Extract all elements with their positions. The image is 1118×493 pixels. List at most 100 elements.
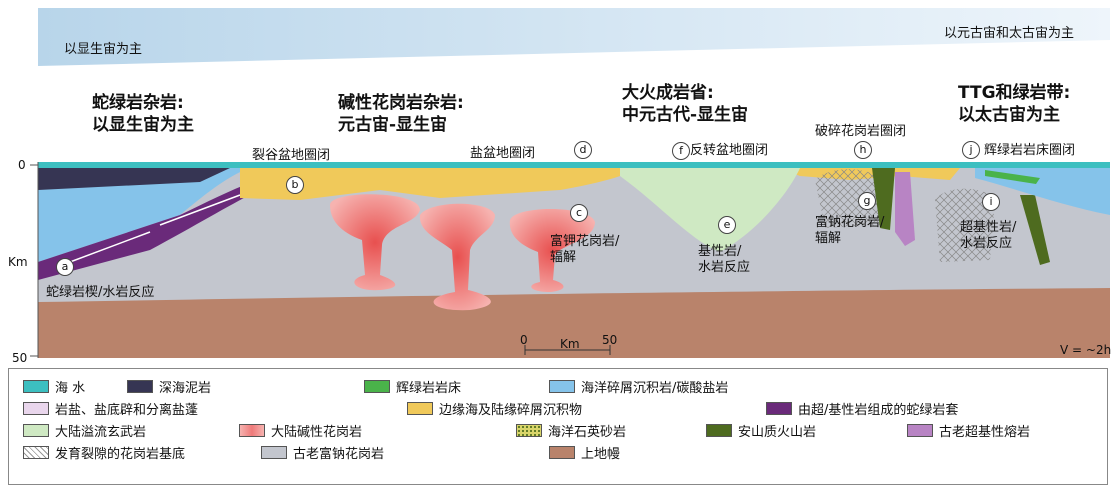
label-potassic: 富钾花岗岩/ 辐解 (550, 234, 619, 266)
legend-label: 安山质火山岩 (738, 424, 817, 440)
deep-sea-mud (38, 168, 230, 190)
granite-plume (509, 208, 595, 292)
era-ophiolite: 蛇绿岩杂岩: 以显生宙为主 (92, 92, 194, 136)
legend-label: 海 水 (55, 380, 86, 396)
legend-swatch (261, 445, 287, 459)
flow-arrow (69, 231, 151, 263)
legend-swatch (516, 423, 542, 437)
scale-start: 0 (520, 333, 528, 347)
legend-swatch (549, 379, 575, 393)
legend-item: 海洋石英砂岩 (516, 421, 627, 440)
legend-swatch (23, 379, 49, 393)
era-line: 元古宙-显生宙 (338, 115, 448, 135)
era-line: 碱性花岗岩杂岩: (338, 93, 464, 113)
legend-label: 上地幔 (581, 446, 621, 462)
label-line: 超基性岩/ (960, 220, 1017, 235)
bar-right-text: 以元古宙和太古宙为主 (944, 26, 1075, 41)
label-inversion: 反转盆地圈闭 (690, 143, 769, 158)
era-line: 以显生宙为主 (92, 115, 194, 135)
label-line: 辐解 (550, 250, 577, 265)
legend-item: 发育裂隙的花岗岩基底 (23, 443, 186, 462)
legend-item: 边缘海及陆缘碎屑沉积物 (407, 399, 582, 418)
margin-sediment (240, 168, 640, 200)
legend-item: 古老超基性熔岩 (907, 421, 1031, 440)
depth-0: 0 (18, 158, 26, 172)
ancient-ultramafic (895, 172, 915, 246)
legend-item: 大陆碱性花岗岩 (239, 421, 363, 440)
marker-a: a (56, 258, 74, 276)
legend-label: 海洋碎屑沉积岩/碳酸盐岩 (581, 380, 729, 396)
cross-section-svg (30, 8, 1110, 358)
label-rift: 裂谷盆地圈闭 (252, 148, 331, 163)
legend-item: 安山质火山岩 (706, 421, 817, 440)
label-sodic: 富钠花岗岩/ 辐解 (815, 215, 884, 247)
label-ultrabasic: 超基性岩/ 水岩反应 (960, 220, 1016, 252)
marker-g: g (858, 192, 876, 210)
legend-label: 海洋石英砂岩 (548, 424, 627, 440)
marker-e: e (718, 216, 736, 234)
legend-item: 岩盐、盐底辟和分离盐蓬 (23, 399, 199, 418)
label-line: 富钾花岗岩/ (550, 234, 620, 249)
legend-swatch (23, 423, 49, 437)
era-line: TTG和绿岩带: (958, 83, 1071, 103)
label-line: 水岩反应 (960, 236, 1013, 251)
legend-label: 由超/基性岩组成的蛇绿岩套 (798, 402, 959, 418)
legend-label: 古老超基性熔岩 (939, 424, 1031, 440)
era-line: 蛇绿岩杂岩: (92, 93, 184, 113)
label-dolerite: 辉绿岩岩床圈闭 (984, 143, 1076, 158)
marker-c: c (570, 204, 588, 222)
flood-basalt (620, 168, 800, 252)
era-bar (38, 8, 1110, 66)
upper-mantle (38, 286, 1110, 358)
legend-item: 深海泥岩 (127, 377, 211, 396)
legend-swatch (766, 401, 792, 415)
label-broken-granite: 破碎花岗岩圈闭 (815, 124, 907, 139)
legend-swatch (706, 423, 732, 437)
granite-plume (419, 203, 495, 311)
depth-50: 50 (12, 351, 28, 365)
fractured-basement (935, 188, 995, 262)
label-salt: 盐盆地圈闭 (470, 146, 536, 161)
depth-unit: Km (8, 255, 28, 269)
legend-item: 海洋碎屑沉积岩/碳酸盐岩 (549, 377, 729, 396)
label-line: 富钠花岗岩/ (815, 215, 885, 230)
legend-item: 古老富钠花岗岩 (261, 443, 385, 462)
legend-swatch (23, 401, 49, 415)
label-ophiolite: 蛇绿岩楔/水岩反应 (46, 285, 155, 300)
marker-b: b (286, 176, 304, 194)
marker-d: d (574, 141, 592, 159)
era-ttg: TTG和绿岩带: 以太古宙为主 (958, 82, 1070, 126)
marker-f: f (672, 142, 690, 160)
era-alkaline: 碱性花岗岩杂岩: 元古宙-显生宙 (338, 92, 464, 136)
legend-swatch (549, 445, 575, 459)
legend-swatch (127, 379, 153, 393)
marker-j: j (962, 141, 980, 159)
vertical-exaggeration: V = ~2h (1060, 343, 1112, 357)
andesite-2 (1020, 195, 1050, 265)
marker-i: i (982, 193, 1000, 211)
legend-label: 发育裂隙的花岗岩基底 (55, 446, 186, 462)
sea-water (38, 162, 1110, 168)
legend-label: 辉绿岩岩床 (396, 380, 462, 396)
legend-label: 古老富钠花岗岩 (293, 446, 385, 462)
fractured-basement (815, 169, 885, 228)
dolerite-sill-green (985, 170, 1040, 184)
era-lip: 大火成岩省: 中元古代-显生宙 (622, 82, 748, 126)
legend-label: 岩盐、盐底辟和分离盐蓬 (55, 402, 199, 418)
legend-item: 海 水 (23, 377, 86, 396)
label-basic: 基性岩/ 水岩反应 (698, 244, 750, 276)
legend-item: 上地幔 (549, 443, 621, 462)
legend-label: 大陆碱性花岗岩 (271, 424, 363, 440)
era-line: 大火成岩省: (622, 83, 714, 103)
bar-left-text: 以显生宙为主 (64, 42, 143, 57)
legend-swatch (239, 423, 265, 437)
legend-swatch (407, 401, 433, 415)
scale-end: 50 (602, 333, 618, 347)
flow-arrow (159, 194, 241, 226)
legend: 海 水 深海泥岩 辉绿岩岩床 海洋碎屑沉积岩/碳酸盐岩岩盐、盐底辟和分离盐蓬 边缘海及陆… (8, 368, 1108, 485)
andesite (872, 168, 895, 230)
legend-item: 大陆溢流玄武岩 (23, 421, 146, 440)
era-line: 以太古宙为主 (958, 105, 1060, 125)
legend-swatch (364, 379, 390, 393)
